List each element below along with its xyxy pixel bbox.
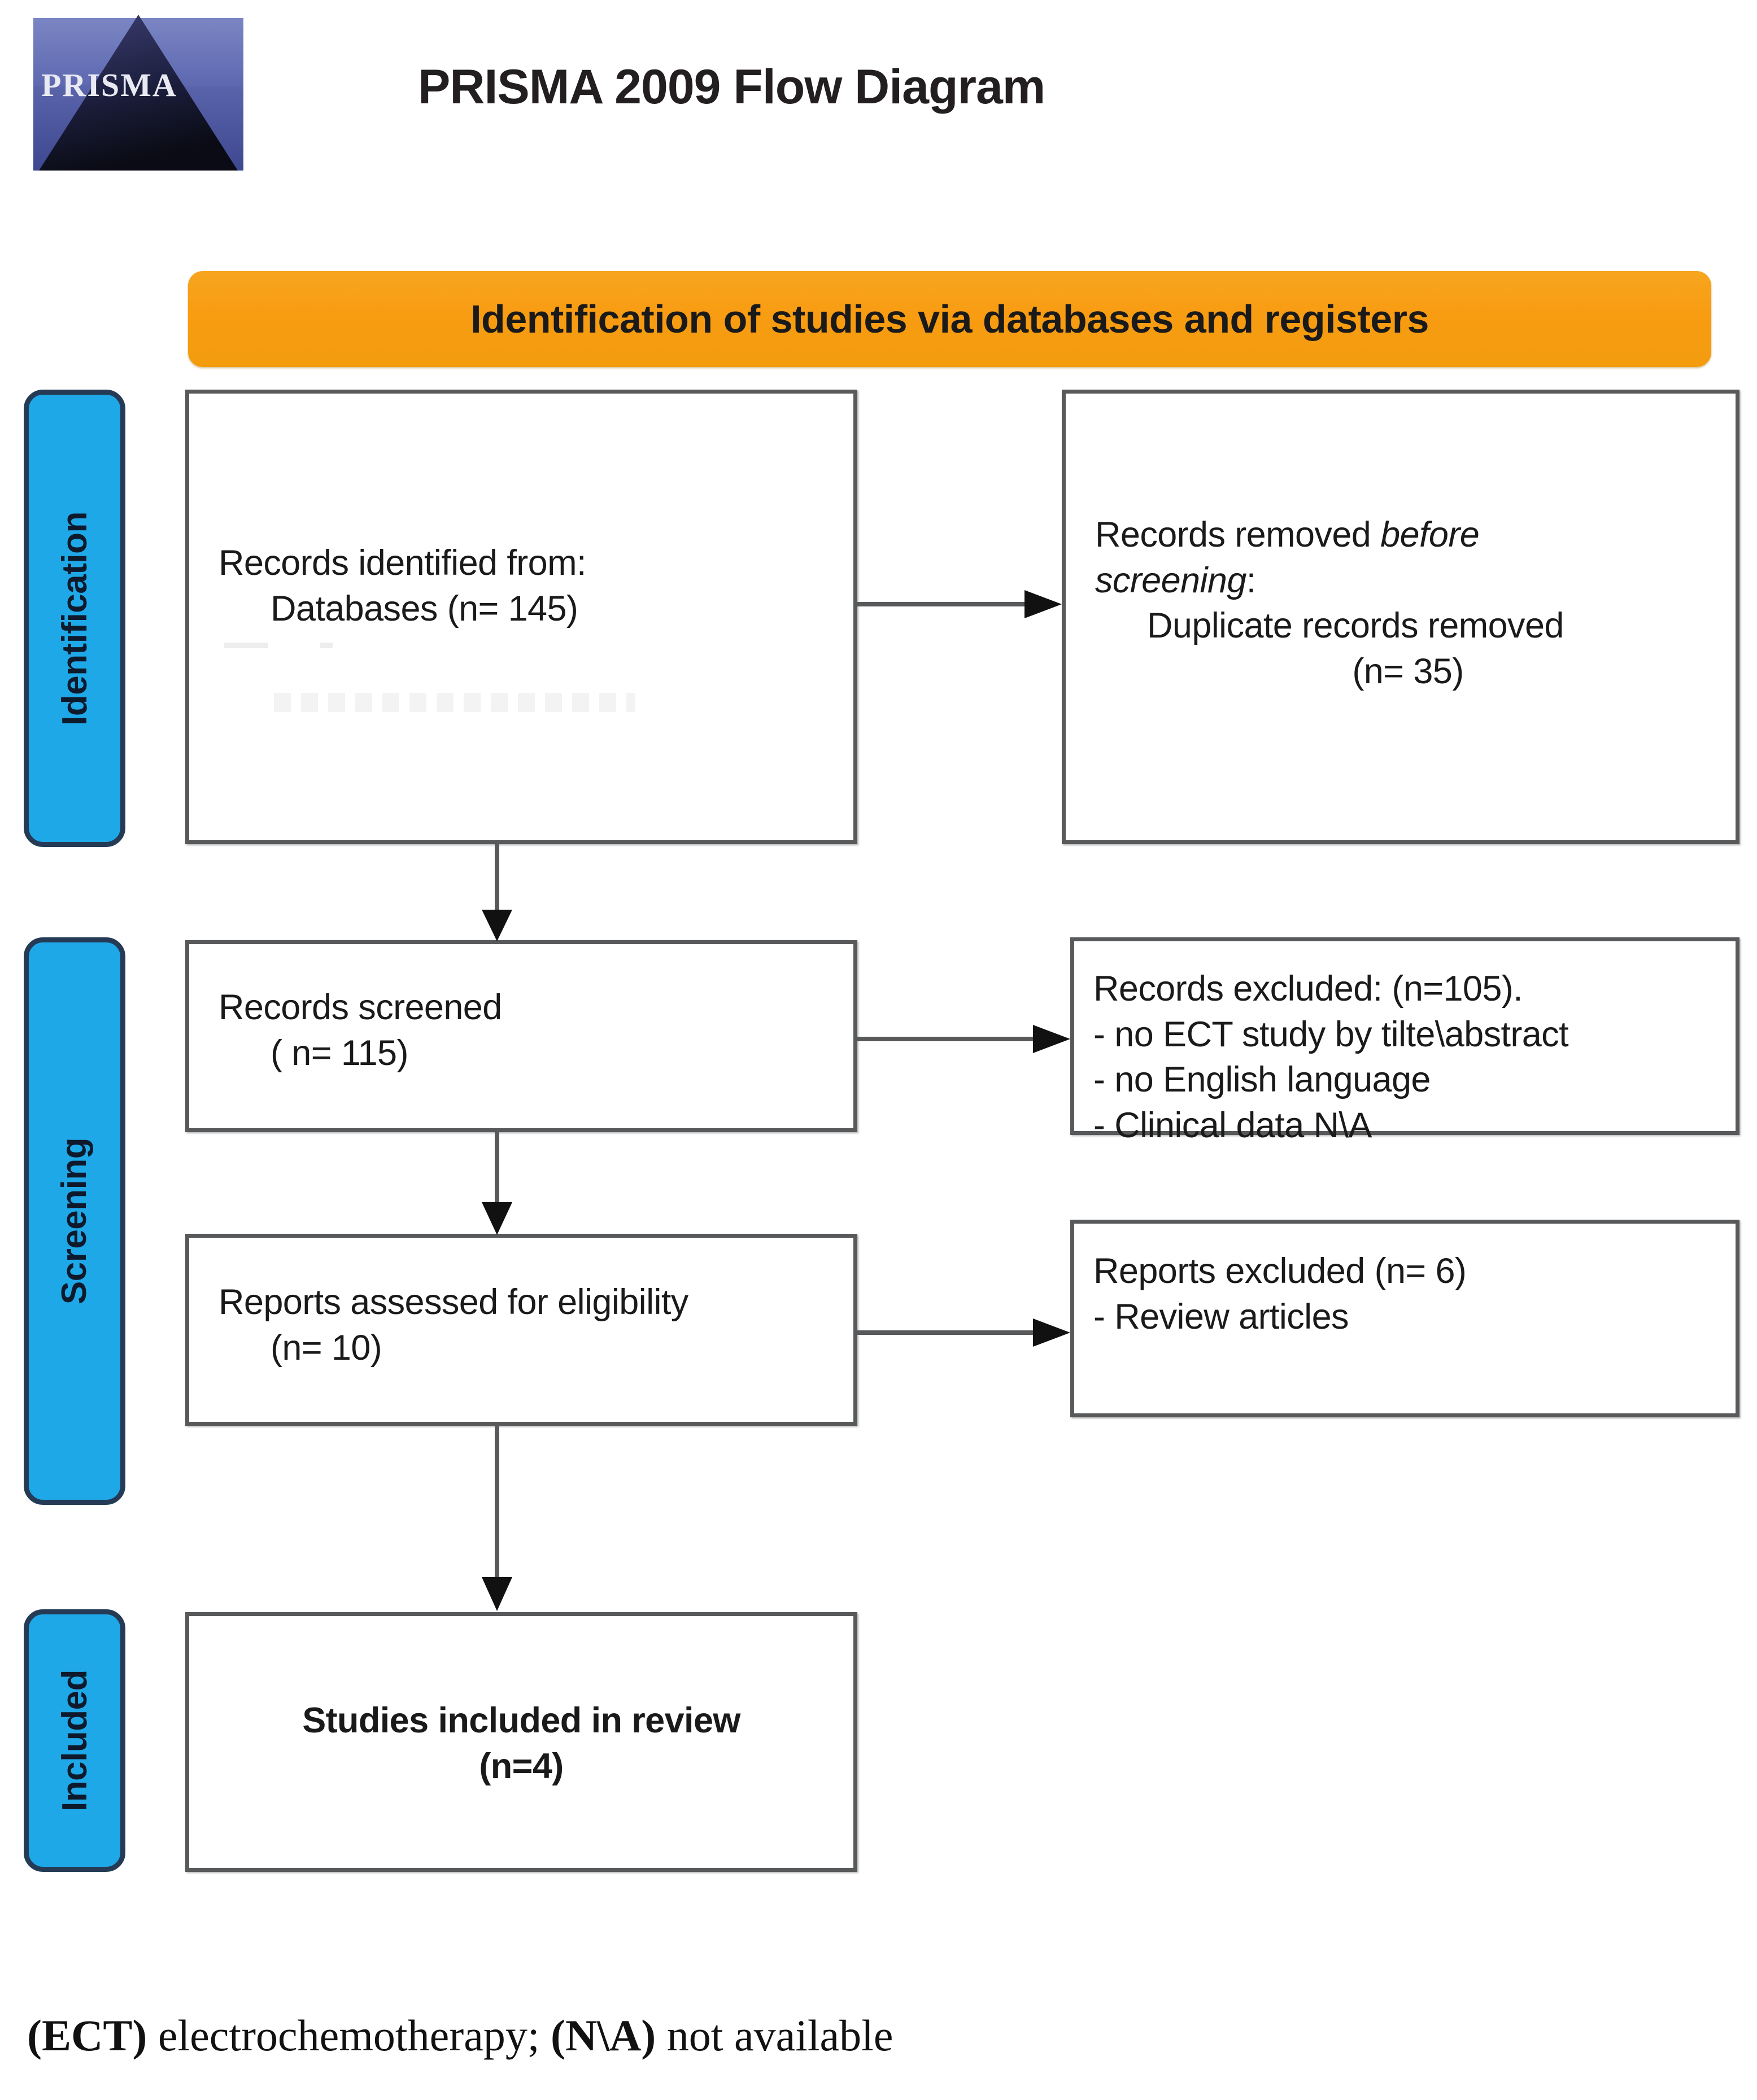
arrow-eligibility-to-reports-excluded xyxy=(857,1313,1075,1352)
prisma-logo-icon: PRISMA xyxy=(25,11,251,178)
records-screened-line1: Records screened xyxy=(219,988,502,1027)
records-identified-line2: Databases (n= 145) xyxy=(271,588,578,628)
footer-abbr-na: (N\A) xyxy=(551,2011,656,2060)
arrow-identified-to-removed xyxy=(857,584,1066,624)
section-banner-label: Identification of studies via databases … xyxy=(470,297,1429,341)
studies-included-line1: Studies included in review xyxy=(302,1701,740,1740)
footer-abbreviation-note: (ECT) electrochemotherapy; (N\A) not ava… xyxy=(27,2010,893,2061)
box-reports-excluded-text: Reports excluded (n= 6) - Review article… xyxy=(1093,1248,1721,1339)
svg-text:PRISMA: PRISMA xyxy=(41,67,177,103)
records-excluded-line1: Records excluded: (n=105). xyxy=(1093,969,1523,1008)
studies-included-line2: (n=4) xyxy=(479,1746,564,1786)
box-records-excluded-text: Records excluded: (n=105). - no ECT stud… xyxy=(1093,966,1721,1149)
footer-abbr-ect: (ECT) xyxy=(27,2011,147,2060)
box-reports-excluded: Reports excluded (n= 6) - Review article… xyxy=(1070,1220,1739,1417)
records-removed-line2-italic: screening xyxy=(1095,560,1246,600)
box-studies-included: Studies included in review (n=4) xyxy=(185,1612,857,1872)
box-records-identified: Records identified from: Databases (n= 1… xyxy=(185,390,857,844)
stage-label-screening: Screening xyxy=(24,937,125,1505)
erased-text-artifact xyxy=(224,639,586,698)
records-removed-line4: (n= 35) xyxy=(1352,651,1464,691)
reports-assessed-line2: (n= 10) xyxy=(271,1328,382,1368)
records-removed-line1-italic: before xyxy=(1380,515,1480,555)
box-records-identified-text: Records identified from: Databases (n= 1… xyxy=(219,540,839,631)
footer-text-1: electrochemotherapy; xyxy=(147,2011,551,2060)
stage-label-identification: Identification xyxy=(24,390,125,847)
section-banner: Identification of studies via databases … xyxy=(188,271,1711,367)
records-excluded-bullet-2: - no English language xyxy=(1093,1060,1431,1100)
arrow-identified-to-screened xyxy=(477,844,517,943)
arrow-screened-to-excluded xyxy=(857,1019,1075,1059)
box-records-removed-text: Records removed before screening: Duplic… xyxy=(1095,512,1721,695)
stage-label-identification-text: Identification xyxy=(55,511,94,726)
stage-label-screening-text: Screening xyxy=(55,1137,94,1305)
records-excluded-bullet-3: - Clinical data N\A xyxy=(1093,1105,1372,1145)
box-studies-included-text: Studies included in review (n=4) xyxy=(212,1698,831,1789)
records-removed-line3: Duplicate records removed xyxy=(1147,606,1564,646)
records-removed-line2-plain: : xyxy=(1246,560,1257,600)
stage-label-included-text: Included xyxy=(55,1670,94,1811)
stage-label-included: Included xyxy=(24,1609,125,1872)
box-records-screened: Records screened ( n= 115) xyxy=(185,940,857,1132)
box-reports-assessed: Reports assessed for eligibility (n= 10) xyxy=(185,1234,857,1426)
records-identified-line1: Records identified from: xyxy=(219,543,586,583)
box-records-removed: Records removed before screening: Duplic… xyxy=(1062,390,1739,844)
footer-text-2: not available xyxy=(656,2011,893,2060)
page-title: PRISMA 2009 Flow Diagram xyxy=(418,60,1045,114)
records-screened-line2: ( n= 115) xyxy=(271,1033,408,1073)
box-records-screened-text: Records screened ( n= 115) xyxy=(219,985,839,1076)
erased-text-artifact-2 xyxy=(274,693,635,712)
arrow-screened-to-eligibility xyxy=(477,1132,517,1237)
reports-assessed-line1: Reports assessed for eligibility xyxy=(219,1282,688,1322)
reports-excluded-line1: Reports excluded (n= 6) xyxy=(1093,1251,1467,1291)
records-removed-line1-plain: Records removed xyxy=(1095,515,1381,555)
arrow-eligibility-to-included xyxy=(477,1426,517,1615)
records-excluded-bullet-1: - no ECT study by tilte\abstract xyxy=(1093,1014,1569,1054)
reports-excluded-bullet-1: - Review articles xyxy=(1093,1296,1349,1337)
box-reports-assessed-text: Reports assessed for eligibility (n= 10) xyxy=(219,1280,839,1370)
box-records-excluded: Records excluded: (n=105). - no ECT stud… xyxy=(1070,937,1739,1145)
